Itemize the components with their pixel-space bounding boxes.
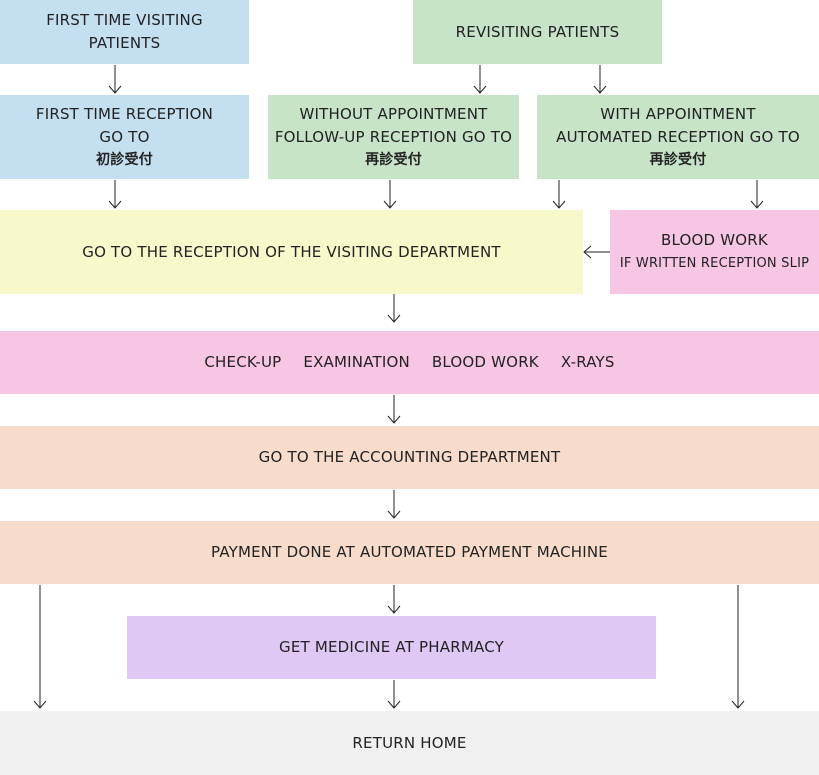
accounting-box: GO TO THE ACCOUNTING DEPARTMENT — [0, 426, 819, 489]
with-appt-line2: AUTOMATED RECEPTION GO TO — [556, 127, 800, 146]
pharmacy-box: GET MEDICINE AT PHARMACY — [127, 616, 656, 679]
arrow-department-to-services — [387, 294, 401, 323]
service-examination: EXAMINATION — [303, 353, 410, 371]
without-appt-line2: FOLLOW-UP RECEPTION GO TO — [274, 127, 513, 146]
dept-reception-label: GO TO THE RECEPTION OF THE VISITING DEPA… — [82, 242, 501, 261]
department-reception-box: GO TO THE RECEPTION OF THE VISITING DEPA… — [0, 210, 583, 294]
first-visit-line1: FIRST TIME VISITING — [46, 11, 203, 29]
without-appt-line3: 再診受付 — [365, 151, 422, 168]
arrow-revisit-to-with-appointment — [593, 65, 607, 94]
revisiting-patients-box: REVISITING PATIENTS — [413, 0, 662, 64]
with-appt-line1: WITH APPOINTMENT — [600, 104, 756, 123]
blood-work-line2: IF WRITTEN RECEPTION SLIP — [619, 256, 810, 271]
first-reception-line2: GO TO — [99, 127, 150, 146]
arrow-payment-to-home-left — [33, 585, 47, 709]
arrow-blood-work-to-department — [583, 245, 610, 259]
first-reception-line1: FIRST TIME RECEPTION — [35, 104, 214, 123]
arrow-pharmacy-to-home — [387, 680, 401, 709]
services-box: CHECK-UP EXAMINATION BLOOD WORK X-RAYS — [0, 331, 819, 394]
service-x-rays: X-RAYS — [560, 353, 615, 371]
without-appt-line1: WITHOUT APPOINTMENT — [299, 104, 488, 123]
service-check-up: CHECK-UP — [204, 353, 282, 371]
payment-box: PAYMENT DONE AT AUTOMATED PAYMENT MACHIN… — [0, 521, 819, 584]
first-time-reception-box: FIRST TIME RECEPTION GO TO 初診受付 — [0, 95, 249, 179]
first-reception-line3: 初診受付 — [96, 151, 153, 168]
without-appointment-box: WITHOUT APPOINTMENT FOLLOW-UP RECEPTION … — [268, 95, 519, 179]
arrow-services-to-accounting — [387, 395, 401, 424]
blood-work-reception-box: BLOOD WORK IF WRITTEN RECEPTION SLIP — [610, 210, 819, 294]
arrow-accounting-to-payment — [387, 490, 401, 519]
arrow-payment-to-home-right — [731, 585, 745, 709]
return-home-label: RETURN HOME — [352, 733, 467, 752]
blood-work-line1: BLOOD WORK — [661, 231, 768, 249]
accounting-label: GO TO THE ACCOUNTING DEPARTMENT — [258, 448, 561, 466]
arrow-with-appointment-to-blood-work — [750, 180, 764, 209]
with-appointment-box: WITH APPOINTMENT AUTOMATED RECEPTION GO … — [537, 95, 819, 179]
arrow-payment-to-pharmacy — [387, 585, 401, 614]
first-time-visiting-patients-box: FIRST TIME VISITING PATIENTS — [0, 0, 249, 64]
arrow-revisit-to-without-appointment — [473, 65, 487, 94]
revisit-label: REVISITING PATIENTS — [455, 22, 620, 41]
pharmacy-label: GET MEDICINE AT PHARMACY — [279, 638, 504, 656]
arrow-without-appointment-to-department — [383, 180, 397, 209]
first-visit-line2: PATIENTS — [88, 34, 161, 52]
service-blood-work: BLOOD WORK — [431, 353, 539, 371]
with-appt-line3: 再診受付 — [649, 151, 707, 168]
arrow-with-appointment-to-department — [552, 180, 566, 209]
return-home-box: RETURN HOME — [0, 711, 819, 775]
arrow-first-visit-to-reception — [108, 65, 122, 94]
payment-label: PAYMENT DONE AT AUTOMATED PAYMENT MACHIN… — [211, 543, 608, 561]
arrow-first-reception-to-department — [108, 180, 122, 209]
